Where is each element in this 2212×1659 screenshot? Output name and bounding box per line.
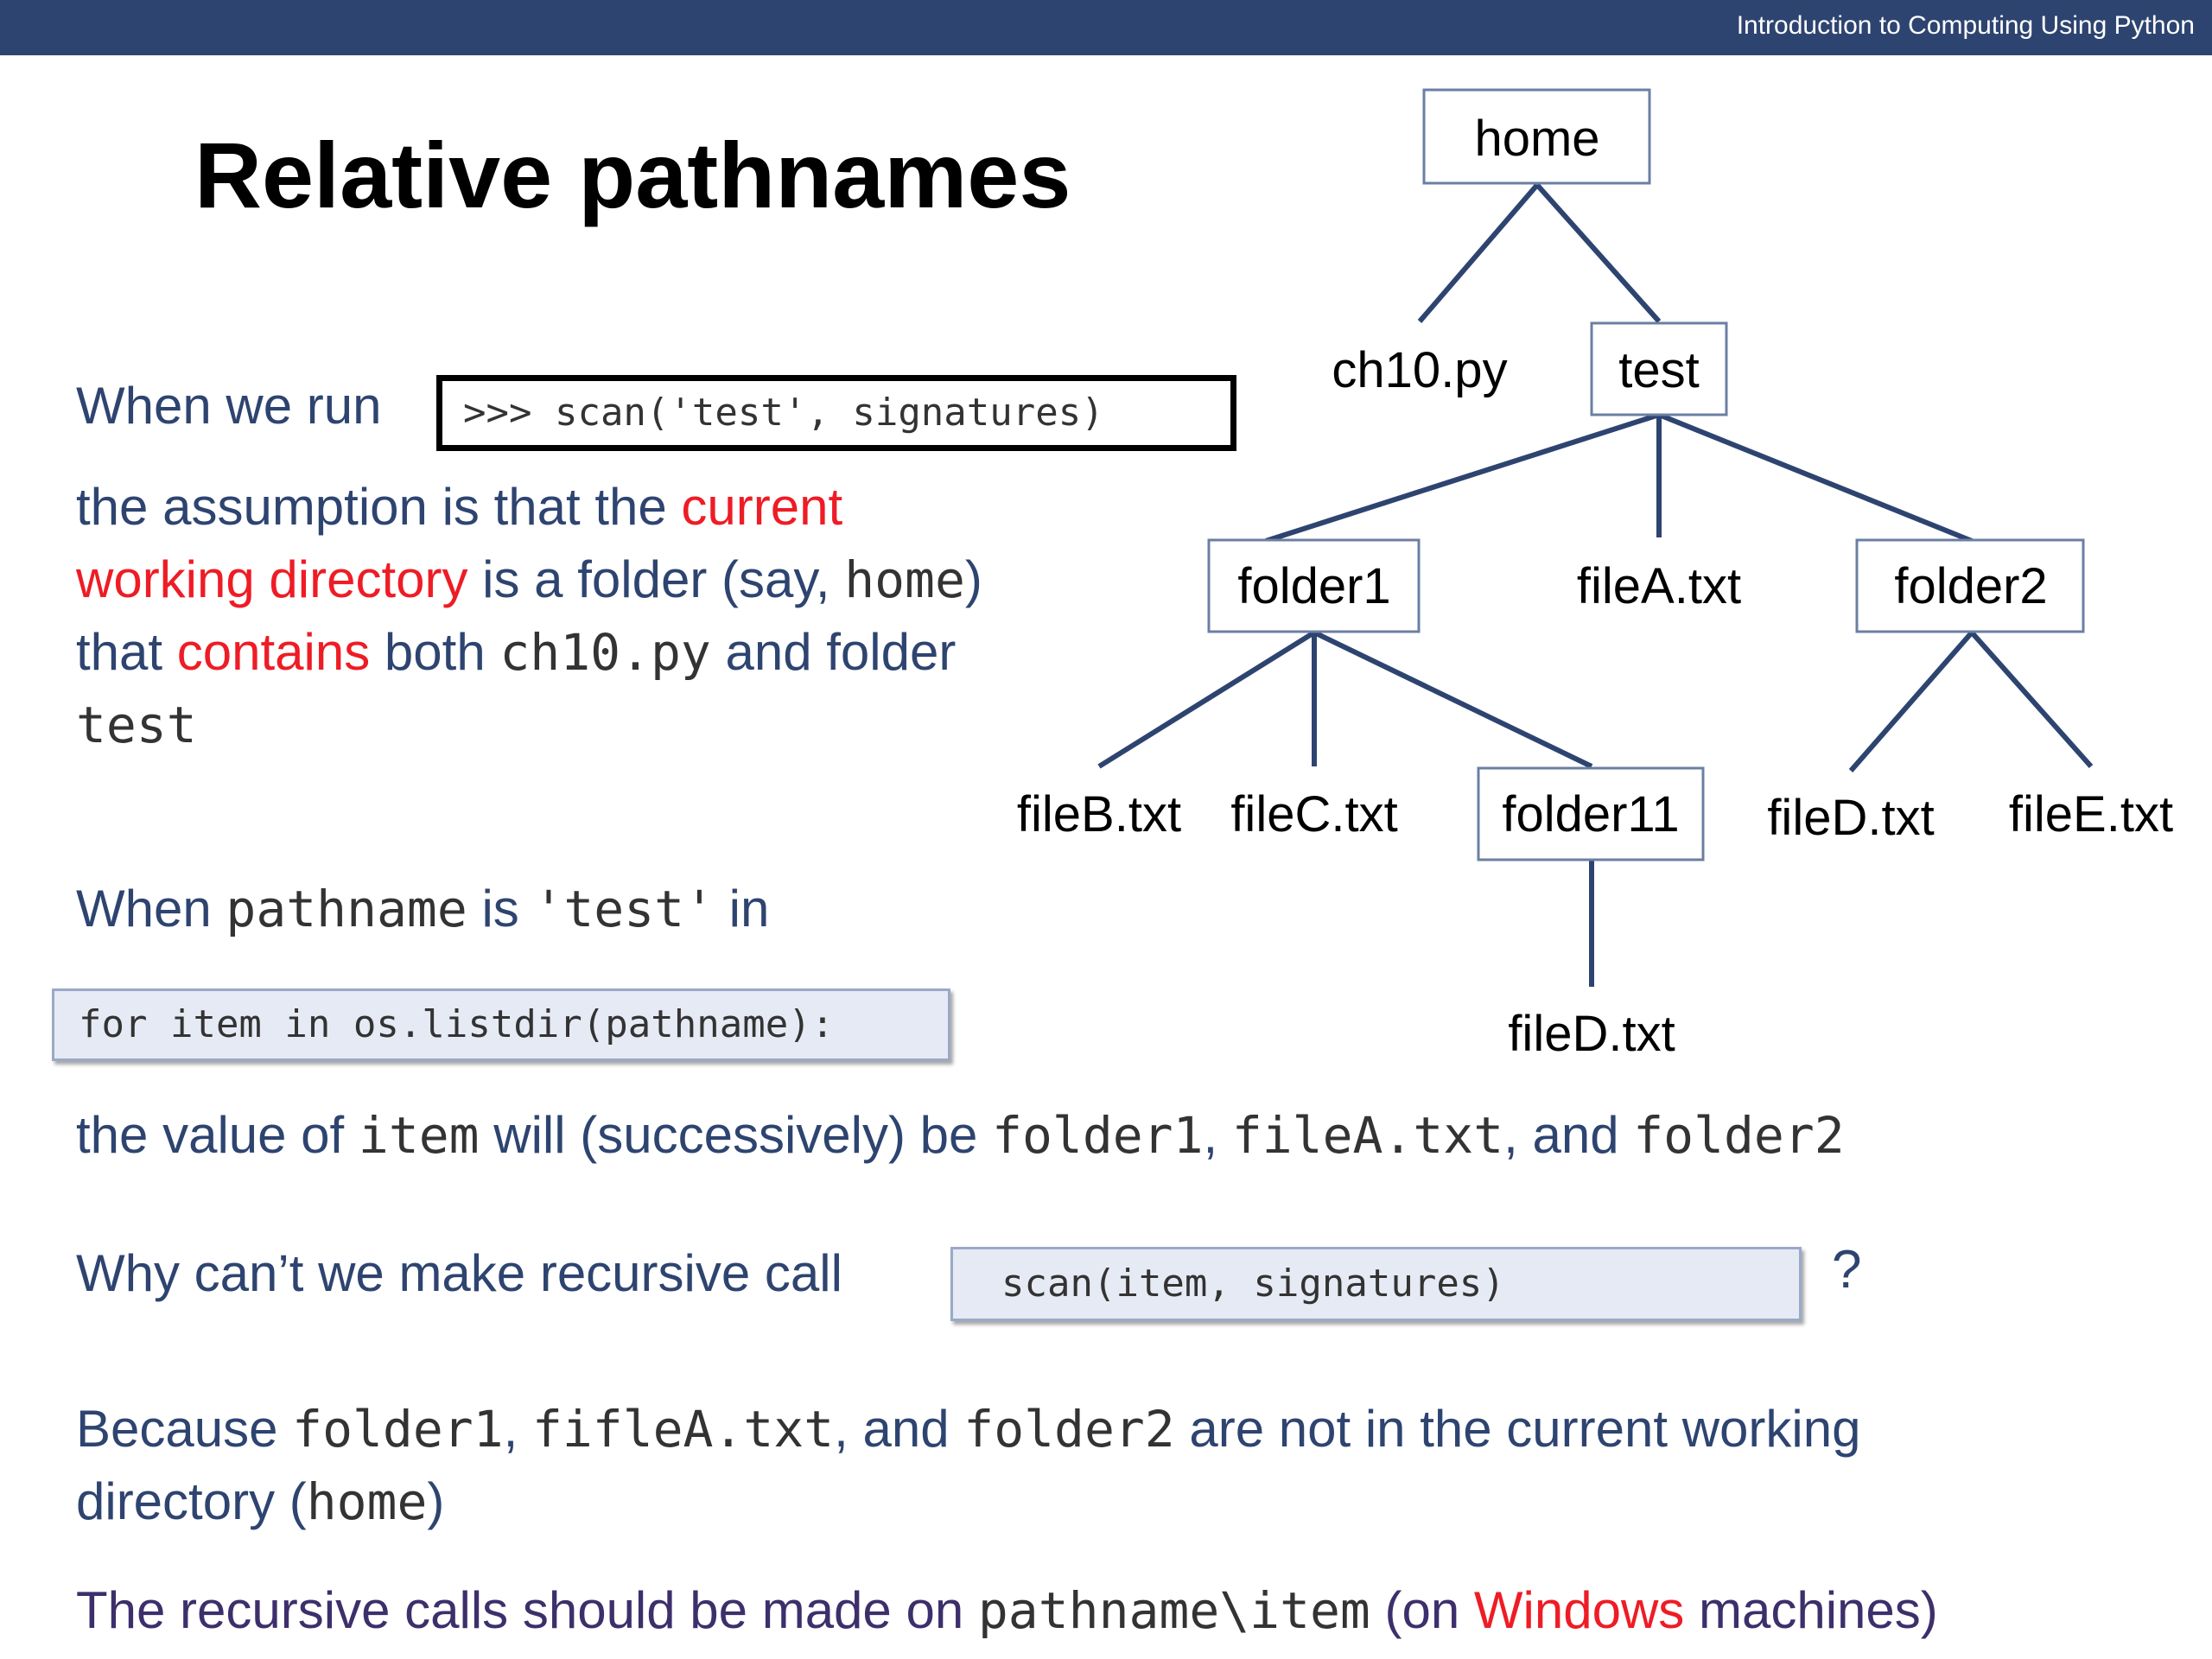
highlight-windows: Windows (1473, 1581, 1685, 1639)
node-fileC: fileC.txt (1230, 786, 1397, 842)
node-ch10: ch10.py (1332, 342, 1507, 398)
when-we-run-label: When we run (76, 377, 382, 435)
highlight-current: current (681, 478, 843, 536)
assumption-line-3: that contains both ch10.py and folder (76, 623, 957, 682)
code-folder1-b: folder1 (292, 1400, 504, 1459)
node-home: home (1474, 111, 1599, 167)
node-fileE: fileE.txt (2009, 786, 2173, 842)
assumption-line-1: the assumption is that the current (76, 478, 843, 536)
because-line-2: directory (home) (76, 1472, 445, 1531)
for-loop-code-box: for item in os.listdir(pathname): (52, 988, 950, 1061)
code-home: home (844, 550, 965, 609)
recursive-question: Why can’t we make recursive call (76, 1244, 842, 1302)
edge-home-test (1535, 183, 1662, 323)
edge-folder1-fileB (1097, 630, 1316, 769)
box-folder1 (1207, 538, 1421, 633)
node-fileD-2: fileD.txt (1508, 1006, 1675, 1062)
code-pathname: pathname (226, 880, 467, 938)
code-ch10: ch10.py (499, 623, 711, 682)
node-fileB: fileB.txt (1017, 786, 1181, 842)
code-folder2-b: folder2 (963, 1400, 1175, 1459)
assumption-line-4: test (76, 689, 197, 761)
tree-labels: home ch10.py test folder1 fileA.txt fold… (1017, 111, 2173, 1062)
assumption-line-2: working directory is a folder (say, home… (76, 550, 982, 609)
because-line-1: Because folder1, fifleA.txt, and folder2… (76, 1400, 1861, 1459)
when-pathname-line: When pathname is 'test' in (76, 880, 770, 938)
code-item: item (358, 1106, 480, 1165)
box-folder11 (1477, 766, 1705, 861)
code-test-string: 'test' (533, 880, 715, 938)
code-fifleA: fifleA.txt (531, 1400, 835, 1459)
edge-test-folder2 (1657, 412, 1974, 543)
code-folder1: folder1 (992, 1106, 1204, 1165)
recursive-calls-line: The recursive calls should be made on pa… (76, 1581, 1938, 1640)
code-fileA: fileA.txt (1231, 1106, 1504, 1165)
scan-call-code-box: scan(item, signatures) (950, 1247, 1802, 1321)
node-folder2: folder2 (1894, 558, 2047, 614)
course-title: Introduction to Computing Using Python (1736, 11, 2195, 40)
box-home (1422, 88, 1651, 185)
code-folder2: folder2 (1633, 1106, 1845, 1165)
node-fileD-1: fileD.txt (1767, 790, 1934, 846)
slide-title: Relative pathnames (194, 123, 1071, 227)
header-bar: Introduction to Computing Using Python (0, 0, 2212, 55)
box-test (1590, 321, 1728, 416)
edge-folder2-fileE (1969, 631, 2094, 768)
edge-folder1-folder11 (1313, 630, 1593, 769)
box-folder2 (1855, 538, 2085, 633)
node-test: test (1618, 342, 1700, 398)
question-mark: ? (1832, 1240, 1862, 1300)
node-folder1: folder1 (1237, 558, 1390, 614)
scan-command-box: >>> scan('test', signatures) (436, 375, 1236, 451)
code-test: test (76, 696, 197, 754)
edge-home-ch10 (1417, 183, 1540, 323)
tree-boxes (1207, 88, 2085, 861)
edge-folder2-fileD (1848, 631, 1974, 772)
node-folder11: folder11 (1502, 786, 1679, 842)
highlight-working-directory: working directory (76, 550, 468, 608)
code-pathname-item: pathname\item (977, 1581, 1370, 1640)
item-values-line: the value of item will (successively) be… (76, 1106, 1845, 1165)
node-fileA: fileA.txt (1577, 558, 1741, 614)
highlight-contains: contains (176, 623, 371, 681)
code-home-b: home (306, 1472, 428, 1531)
tree-edges (1097, 183, 2094, 987)
edge-test-folder1 (1265, 412, 1660, 543)
